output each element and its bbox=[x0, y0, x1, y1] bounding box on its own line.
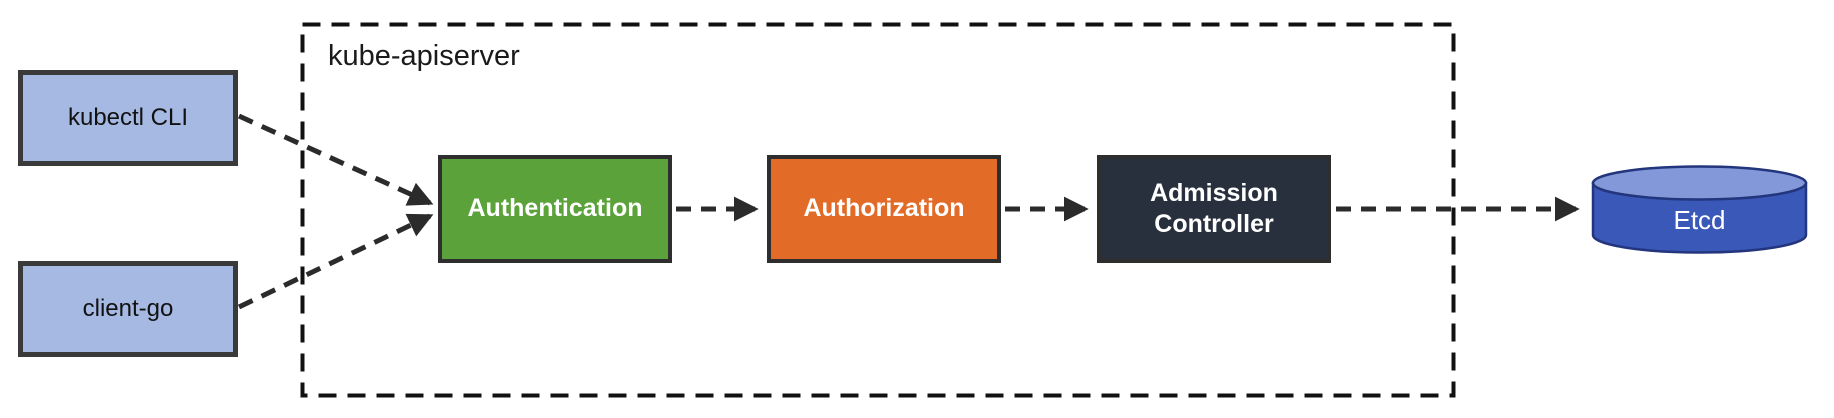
stage-authentication: Authentication bbox=[438, 155, 672, 263]
stage-authorization: Authorization bbox=[767, 155, 1001, 263]
node-client-go: client-go bbox=[18, 261, 238, 357]
node-kubectl-cli: kubectl CLI bbox=[18, 70, 238, 166]
boundary-rect-stroke bbox=[300, 22, 1456, 398]
stage-authorization-label: Authorization bbox=[803, 194, 965, 223]
boundary-dashed-rect bbox=[300, 22, 1456, 398]
kube-apiserver-label: kube-apiserver bbox=[328, 40, 520, 72]
stage-admission-controller: Admission Controller bbox=[1097, 155, 1331, 263]
node-kubectl-cli-label: kubectl CLI bbox=[67, 104, 189, 131]
etcd-cylinder-top bbox=[1591, 165, 1808, 201]
stage-admission-controller-label: Admission Controller bbox=[1150, 178, 1278, 238]
etcd-label: Etcd bbox=[1673, 205, 1726, 235]
node-client-go-label: client-go bbox=[82, 295, 174, 322]
etcd-cylinder bbox=[1591, 165, 1808, 254]
etcd-cylinder-body bbox=[1591, 181, 1808, 254]
kube-apiserver-boundary: kube-apiserver bbox=[300, 22, 1456, 398]
node-etcd: Etcd bbox=[1591, 164, 1808, 255]
stage-authentication-label: Authentication bbox=[467, 194, 643, 223]
